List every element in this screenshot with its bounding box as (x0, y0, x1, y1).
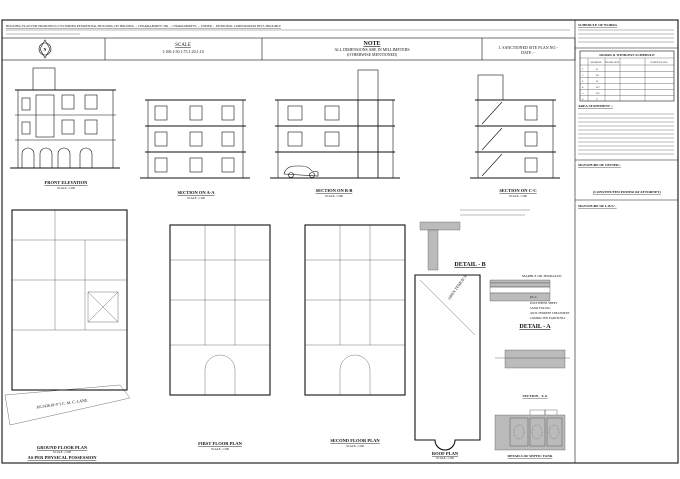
svg-text:6.: 6. (582, 98, 584, 101)
svg-text:3.: 3. (582, 80, 584, 83)
second-floor-plan-title: SECOND FLOOR PLAN (330, 438, 380, 443)
svg-text:D1: D1 (596, 74, 600, 77)
section-b-b: SECTION ON B-B SCALE- 1:100 (270, 69, 400, 198)
title-block: N SCALE 1:100,1:50,1:75,1:20,1:10 NOTE A… (1, 37, 576, 61)
section-c-c-scale: SCALE- 1:100 (509, 194, 528, 198)
section-b-b-title: SECTION ON B-B (316, 188, 353, 193)
table-row: 4. W1 (580, 86, 674, 90)
svg-text:W1: W1 (596, 86, 600, 89)
roof-plan: OPEN TERRACE ROOF PLAN SCALE- 1:100 (414, 273, 481, 460)
door-window-table (579, 50, 675, 102)
detail-b: DETAIL - B (419, 209, 530, 271)
first-floor-plan-scale: SCALE- 1:100 (211, 447, 230, 451)
header-text: BUILDING PLAN FOR PROPOSED G+II STORIED … (6, 24, 570, 35)
septic-tank-detail: SECTION - X-X DETAILS OF SEPTIC TANK (494, 349, 570, 458)
roof-plan-scale: SCALE- 1:100 (436, 456, 455, 460)
detail-a-title: DETAIL - A (519, 324, 551, 330)
right-panel: SCHEDULE OF WORKS DOORS & WINDOWS SCHEDU… (575, 23, 678, 208)
layer-label: POLYTHENE SHEET (530, 301, 558, 305)
svg-text:W2: W2 (596, 92, 600, 95)
detail-a: MARBLE OR TERRAZZO P.C.C. POLYTHENE SHEE… (489, 274, 570, 330)
layer-label: P.C.C. (530, 295, 538, 299)
project-description: BUILDING PLAN FOR PROPOSED G+II STORIED … (6, 24, 282, 29)
north-arrow-icon: N (38, 39, 52, 59)
section-c-c: SECTION ON C-C SCALE- 1:100 (470, 74, 560, 198)
note-label: NOTE (363, 41, 380, 47)
second-floor-plan: SECOND FLOOR PLAN SCALE- 1:100 (304, 224, 406, 448)
owner-signature-label: SIGNATURE OF OWNER:- (578, 163, 622, 167)
table-row: 6. V (582, 98, 598, 101)
section-a-a-title: SECTION ON A-A (177, 190, 215, 195)
detail-b-title: DETAIL - B (454, 262, 485, 268)
front-elevation-scale: SCALE- 1:100 (57, 186, 76, 190)
car-icon (283, 165, 319, 178)
layer-label: COMPACTED EARTH FILL (530, 316, 566, 320)
scale-value: 1:100,1:50,1:75,1:20,1:10 (162, 49, 204, 55)
table-row: 3. W (580, 80, 674, 84)
svg-text:5.: 5. (582, 92, 584, 95)
layer-label: SAND FILLING (530, 306, 551, 310)
lane-label: AV.2438.(8'-0") C. M. C. LANE (36, 397, 88, 409)
section-a-a-scale: SCALE- 1:100 (187, 196, 206, 200)
ground-floor-plan: AV.2438.(8'-0") C. M. C. LANE GROUND FLO… (4, 209, 131, 460)
svg-text:W: W (596, 80, 599, 83)
svg-text:N: N (44, 47, 47, 52)
sanction-line-2: DATE :- (521, 50, 535, 55)
table-header: PARTICULARS (651, 61, 668, 64)
svg-text:2.: 2. (582, 74, 584, 77)
table-row: 2. D1 (580, 74, 674, 78)
first-floor-plan-title: FIRST FLOOR PLAN (198, 441, 242, 446)
ground-floor-plan-title: GROUND FLOOR PLAN (37, 445, 88, 450)
first-floor-plan: FIRST FLOOR PLAN SCALE- 1:100 (169, 224, 271, 451)
section-b-b-scale: SCALE- 1:100 (325, 194, 344, 198)
lbs-signature-label: SIGNATURE OF L.B.S.:- (578, 204, 617, 208)
sanction-line-1: 1. SANCTIONED SITE PLAN NO.- (498, 45, 558, 50)
open-terrace-label: OPEN TERRACE (447, 273, 468, 301)
table-row: 1. D (580, 68, 674, 72)
svg-text:D: D (596, 68, 598, 71)
table-header: MARKED (591, 61, 602, 64)
table-rows: 1. D 2. D1 3. W 4. W1 5. W2 6. V (580, 68, 674, 101)
second-floor-plan-scale: SCALE- 1:100 (346, 444, 365, 448)
section-a-a: SECTION ON A-A SCALE- 1:100 (140, 99, 250, 200)
layer-label: ANTI-TERMITE TREATMENT (530, 311, 570, 315)
door-window-title: DOORS & WINDOWS SCHEDULE (599, 53, 655, 57)
svg-text:4.: 4. (582, 86, 584, 89)
front-elevation-title: FRONT ELEVATION (45, 180, 89, 185)
marble-label: MARBLE OR TERRAZZO (522, 274, 562, 278)
note-line-2: (OTHERWISE MENTIONED) (347, 52, 398, 57)
scale-label: SCALE (175, 43, 191, 48)
septic-tank-title: DETAILS OF SEPTIC TANK (508, 454, 553, 458)
section-x-x-title: SECTION - X-X (523, 394, 548, 398)
attorney-label: (CONSTITUTED POWER OF ATTORNEY) (593, 190, 662, 194)
table-row: 5. W2 (580, 92, 674, 96)
front-elevation: FRONT ELEVATION SCALE- 1:100 (10, 67, 120, 190)
schedule-of-works-title: SCHEDULE OF WORKS (578, 23, 617, 27)
note-line-1: ALL DIMENSIONS ARE IN MILLIMETERS (334, 47, 409, 52)
table-header: FRAME SIZE (605, 61, 620, 64)
ground-floor-plan-scale: SCALE- 1:100 (53, 450, 72, 454)
svg-text:V: V (596, 98, 598, 101)
roof-plan-title: ROOF PLAN (432, 451, 459, 456)
area-statement-title: AREA STATEMENT :- (578, 104, 614, 108)
sheet-border (1, 19, 679, 464)
ground-note: AS PER PHYSICAL POSSESSION (28, 455, 98, 460)
section-c-c-title: SECTION ON C-C (499, 188, 536, 193)
svg-text:1.: 1. (582, 68, 584, 71)
